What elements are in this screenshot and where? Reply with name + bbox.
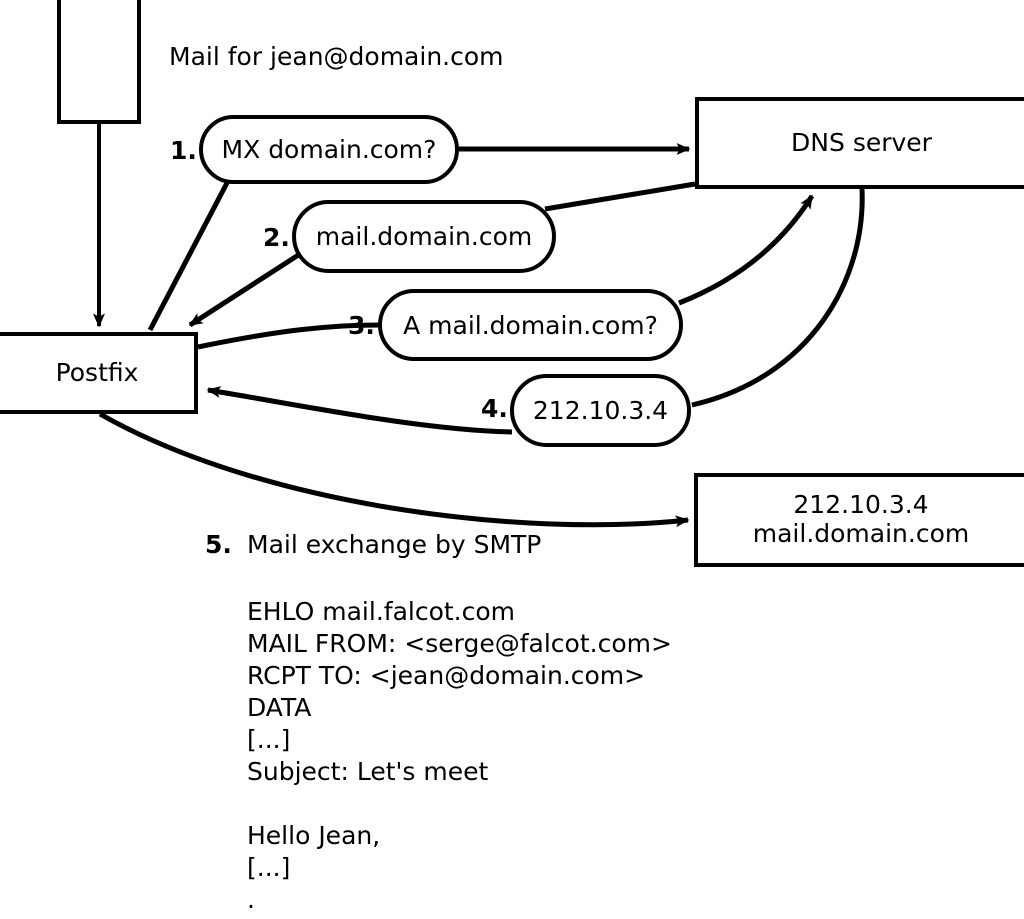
- step-number-4: 4.: [481, 394, 508, 423]
- smtp-transcript-line: EHLO mail.falcot.com: [247, 597, 516, 626]
- smtp-transcript-line: [...]: [247, 853, 291, 882]
- step-number-1: 1.: [170, 136, 197, 165]
- smtp-transcript-line: [...]: [247, 725, 291, 754]
- step-5-label: Mail exchange by SMTP: [247, 530, 542, 559]
- leader-dns-to-step4: [691, 188, 865, 408]
- step-number-3: 3.: [348, 311, 375, 340]
- message-a-answer[interactable]: 212.10.3.4: [510, 374, 691, 447]
- smtp-transcript-line: MAIL FROM: <serge@falcot.com>: [247, 629, 672, 658]
- node-dns-server[interactable]: DNS server: [695, 97, 1024, 189]
- message-a-query[interactable]: A mail.domain.com?: [378, 289, 683, 361]
- node-dns-server-label: DNS server: [791, 127, 932, 157]
- arrow-step4-to-postfix: [206, 386, 513, 435]
- step-number-5: 5.: [205, 530, 232, 559]
- leader-postfix-to-step3: [197, 322, 382, 350]
- arrow-postfix-to-target: [98, 411, 690, 528]
- arrow-step3-to-dns: [678, 194, 815, 306]
- message-a-query-label: A mail.domain.com?: [403, 310, 658, 340]
- node-target-mail-server[interactable]: 212.10.3.4 mail.domain.com: [694, 473, 1024, 567]
- smtp-transcript-line: [247, 788, 672, 820]
- leader-dns-to-step2: [544, 181, 696, 212]
- smtp-transcript-line: Subject: Let's meet: [247, 757, 489, 786]
- smtp-transcript-line: .: [247, 885, 255, 914]
- node-target-hostname: mail.domain.com: [752, 519, 970, 548]
- message-mx-query-label: MX domain.com?: [221, 135, 437, 164]
- arrow-step2-to-postfix: [188, 249, 305, 328]
- smtp-transcript-line: Hello Jean,: [247, 821, 381, 850]
- node-mail-client[interactable]: [57, 0, 141, 124]
- smtp-transcript-line: DATA: [247, 693, 312, 722]
- message-mx-answer-label: mail.domain.com: [315, 222, 533, 251]
- node-postfix[interactable]: Postfix: [0, 332, 198, 414]
- message-mx-answer[interactable]: mail.domain.com: [292, 200, 556, 273]
- node-target-ip: 212.10.3.4: [793, 490, 929, 520]
- leader-postfix-to-step1: [147, 179, 231, 332]
- node-postfix-label: Postfix: [55, 357, 139, 387]
- caption-mail-for: Mail for jean@domain.com: [169, 42, 504, 71]
- message-a-answer-label: 212.10.3.4: [532, 396, 669, 425]
- step-number-2: 2.: [263, 223, 290, 252]
- smtp-transcript-line: RCPT TO: <jean@domain.com>: [247, 661, 646, 690]
- message-mx-query[interactable]: MX domain.com?: [199, 115, 459, 184]
